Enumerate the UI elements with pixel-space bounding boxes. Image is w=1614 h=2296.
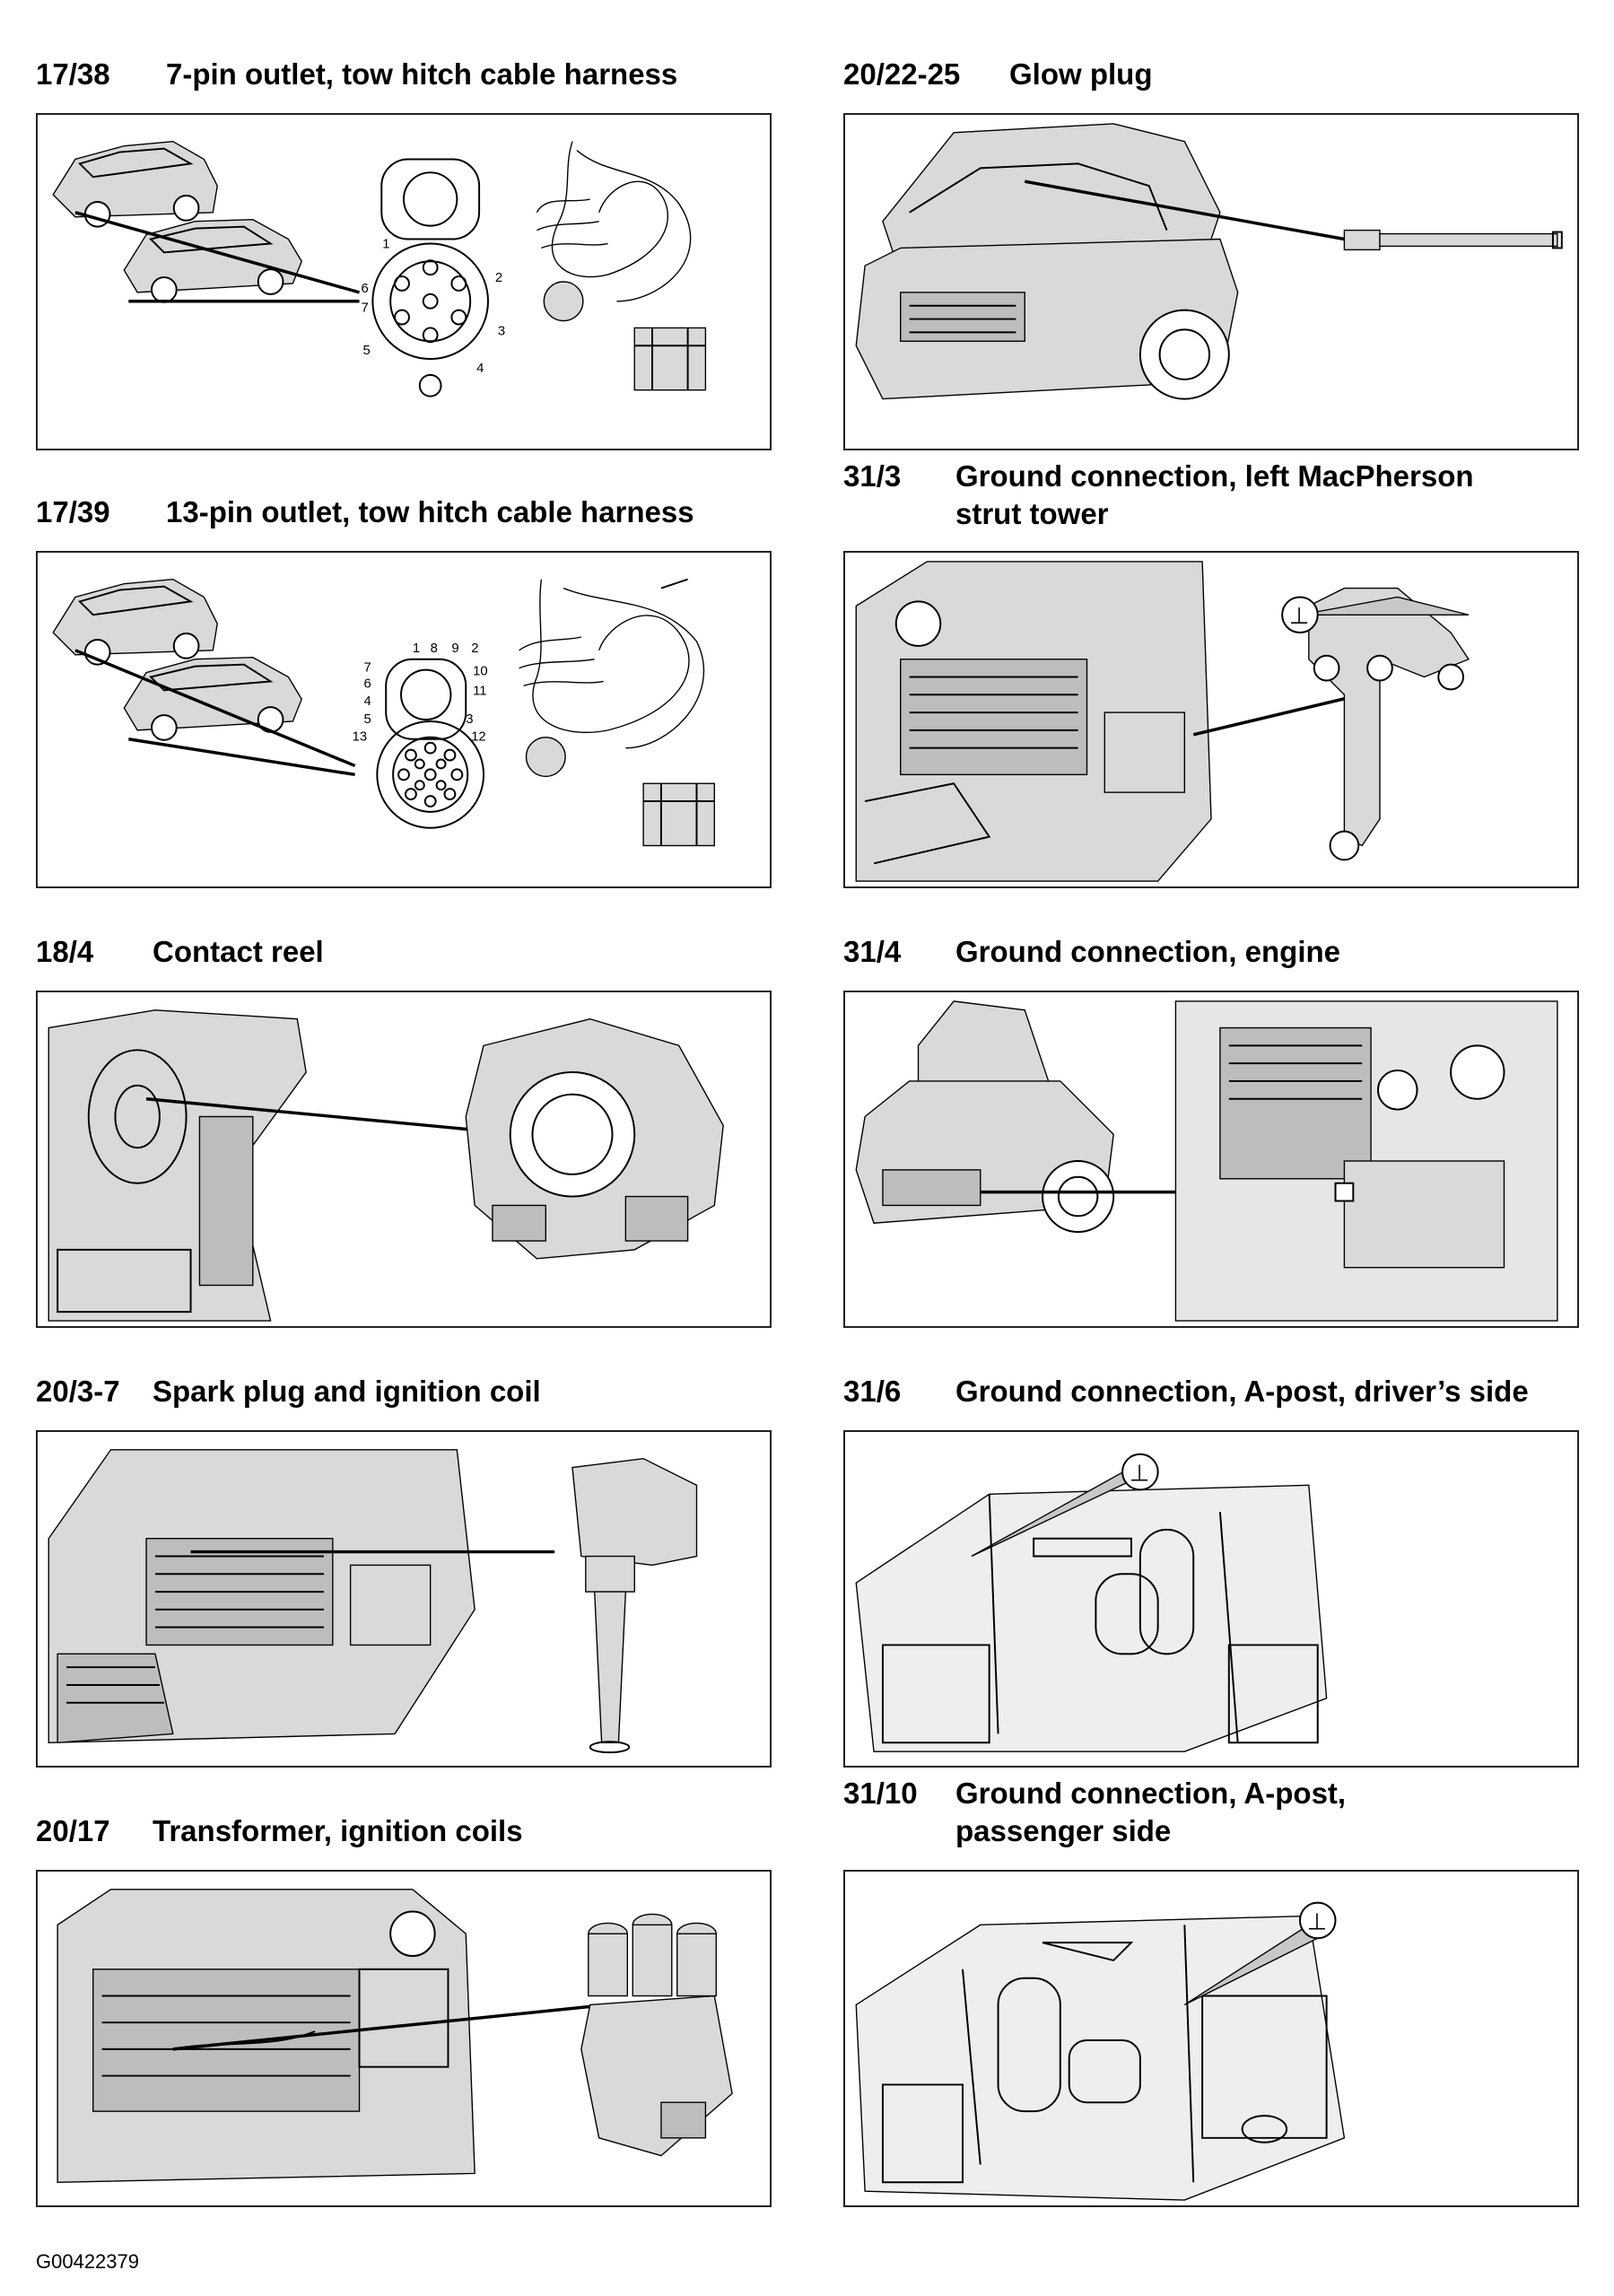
pin-label: 7 xyxy=(363,661,371,676)
section-20-22-25: 20/22-25 Glow plug xyxy=(843,56,1579,450)
cable-harness-icon xyxy=(536,141,707,391)
car-interior-icon xyxy=(48,1009,307,1322)
ignition-transformer-icon xyxy=(580,1913,733,2157)
diagram-spark-plug-coil xyxy=(48,1449,698,1754)
engine-detail-icon xyxy=(1174,1000,1558,1322)
engine-bay-icon xyxy=(48,1449,475,1744)
section-title: 13-pin outlet, tow hitch cable harness xyxy=(166,495,694,528)
pin-label: 7 xyxy=(362,301,369,316)
illustration-spark-plug-coil xyxy=(36,1430,772,1768)
13-pin-socket-icon xyxy=(376,658,485,829)
7-pin-socket-icon xyxy=(371,158,489,397)
floor-pan-icon xyxy=(855,1484,1328,1752)
section-18-4: 18/4 Contact reel xyxy=(36,933,772,1328)
pin-label: 8 xyxy=(431,642,438,656)
illustration-glow-plug xyxy=(843,113,1579,450)
section-code: 31/10 xyxy=(843,1777,918,1810)
diagram-transformer-coils xyxy=(57,1889,733,2183)
illustration-7-pin-outlet: 1 2 3 4 5 6 7 xyxy=(36,113,772,450)
diagram-ground-engine xyxy=(855,1000,1558,1322)
section-code: 20/3-7 xyxy=(36,1375,120,1408)
diagram-glow-plug xyxy=(855,123,1563,400)
section-title: Glow plug xyxy=(1009,57,1153,91)
ground-symbol-badge xyxy=(1121,1453,1159,1491)
diagram-ground-strut-tower: ⊥ xyxy=(855,561,1470,882)
section-title: Transformer, ignition coils xyxy=(153,1814,523,1847)
diagram-ground-a-post-passenger: ⊥ xyxy=(855,1901,1346,2201)
section-code: 18/4 xyxy=(36,935,94,968)
section-title: Spark plug and ignition coil xyxy=(153,1375,541,1408)
ground-symbol-badge xyxy=(1298,1901,1337,1940)
pin-label: 6 xyxy=(363,677,371,691)
illustration-ground-a-post-passenger: ⊥ xyxy=(843,1870,1579,2207)
section-title: Ground connection, A-post, passenger sid… xyxy=(955,1777,1347,1847)
section-17-38: 17/38 7-pin outlet, tow hitch cable harn… xyxy=(36,56,772,450)
section-17-39: 17/39 13-pin outlet, tow hitch cable har… xyxy=(36,493,772,888)
glow-plug-icon xyxy=(1343,229,1563,251)
cable-harness-icon xyxy=(519,578,715,847)
section-title: Ground connection, left MacPherson strut… xyxy=(955,459,1474,530)
car-wagon-icon xyxy=(52,578,218,666)
diagram-13-pin-outlet: 1 2 3 4 5 6 7 8 9 10 11 12 13 xyxy=(52,578,715,847)
diagram-ground-a-post-driver: ⊥ xyxy=(855,1453,1328,1752)
ground-symbol: ⊥ xyxy=(1307,1908,1327,1935)
illustration-ground-strut-tower: ⊥ xyxy=(843,551,1579,888)
illustration-13-pin-outlet: 1 2 3 4 5 6 7 8 9 10 11 12 13 xyxy=(36,551,772,888)
contact-reel-icon xyxy=(465,1017,724,1260)
pin-label: 2 xyxy=(495,271,502,285)
ground-symbol-badge xyxy=(1281,596,1319,634)
pin-label: 2 xyxy=(471,642,478,656)
section-code: 17/38 xyxy=(36,57,110,91)
pin-label: 6 xyxy=(362,282,369,296)
strut-tower-bracket-icon xyxy=(1308,587,1470,861)
section-code: 31/6 xyxy=(843,1375,902,1408)
ground-pointer-icon xyxy=(1299,596,1470,615)
pin-label: 11 xyxy=(473,684,486,698)
section-31-6: 31/6 Ground connection, A-post, driver’s… xyxy=(843,1373,1579,1768)
section-title: Ground connection, engine xyxy=(955,935,1340,968)
engine-bay-icon xyxy=(855,561,1212,882)
section-code: 20/22-25 xyxy=(843,57,961,91)
section-title: Contact reel xyxy=(153,935,324,968)
illustration-contact-reel xyxy=(36,991,772,1328)
section-code: 31/4 xyxy=(843,935,902,968)
illustration-ground-a-post-driver: ⊥ xyxy=(843,1430,1579,1768)
pin-label: 3 xyxy=(466,712,473,727)
car-sedan-icon xyxy=(123,219,302,303)
section-31-10: 31/10 Ground connection, A-post, passeng… xyxy=(843,1775,1579,2207)
pin-label: 4 xyxy=(476,362,484,376)
pin-label: 13 xyxy=(353,730,368,745)
section-code: 20/17 xyxy=(36,1814,110,1847)
pin-label: 1 xyxy=(413,642,420,656)
car-sedan-icon xyxy=(123,657,302,741)
car-front-open-hood-icon xyxy=(855,123,1239,400)
illustration-ground-engine xyxy=(843,991,1579,1328)
pin-label: 10 xyxy=(473,665,488,679)
figure-id: G00422379 xyxy=(36,2250,139,2273)
section-code: 17/39 xyxy=(36,495,110,528)
pin-label: 5 xyxy=(363,712,371,727)
engine-bay-top-icon xyxy=(57,1889,475,2183)
pin-label: 12 xyxy=(471,730,486,745)
pin-label: 9 xyxy=(451,642,458,656)
floor-pan-icon xyxy=(855,1915,1346,2201)
ignition-coil-icon xyxy=(571,1457,698,1754)
section-31-4: 31/4 Ground connection, engine xyxy=(843,933,1579,1328)
section-title: Ground connection, A-post, driver’s side xyxy=(955,1375,1529,1408)
section-title: 7-pin outlet, tow hitch cable harness xyxy=(166,57,678,91)
pin-label: 1 xyxy=(382,237,389,251)
diagram-7-pin-outlet: 1 2 3 4 5 6 7 xyxy=(52,140,707,397)
illustration-transformer-coils xyxy=(36,1870,772,2207)
ground-symbol: ⊥ xyxy=(1289,603,1309,630)
car-front-open-hood-icon xyxy=(855,1000,1115,1234)
section-31-3: 31/3 Ground connection, left MacPherson … xyxy=(843,458,1579,888)
section-20-3-7: 20/3-7 Spark plug and ignition coil xyxy=(36,1373,772,1768)
ground-symbol: ⊥ xyxy=(1130,1460,1149,1487)
section-20-17: 20/17 Transformer, ignition coils xyxy=(36,1812,772,2207)
pin-label: 3 xyxy=(498,324,505,338)
pin-label: 4 xyxy=(363,694,371,709)
diagram-contact-reel xyxy=(48,1009,724,1322)
section-code: 31/3 xyxy=(843,459,902,493)
pin-label: 5 xyxy=(362,344,370,358)
